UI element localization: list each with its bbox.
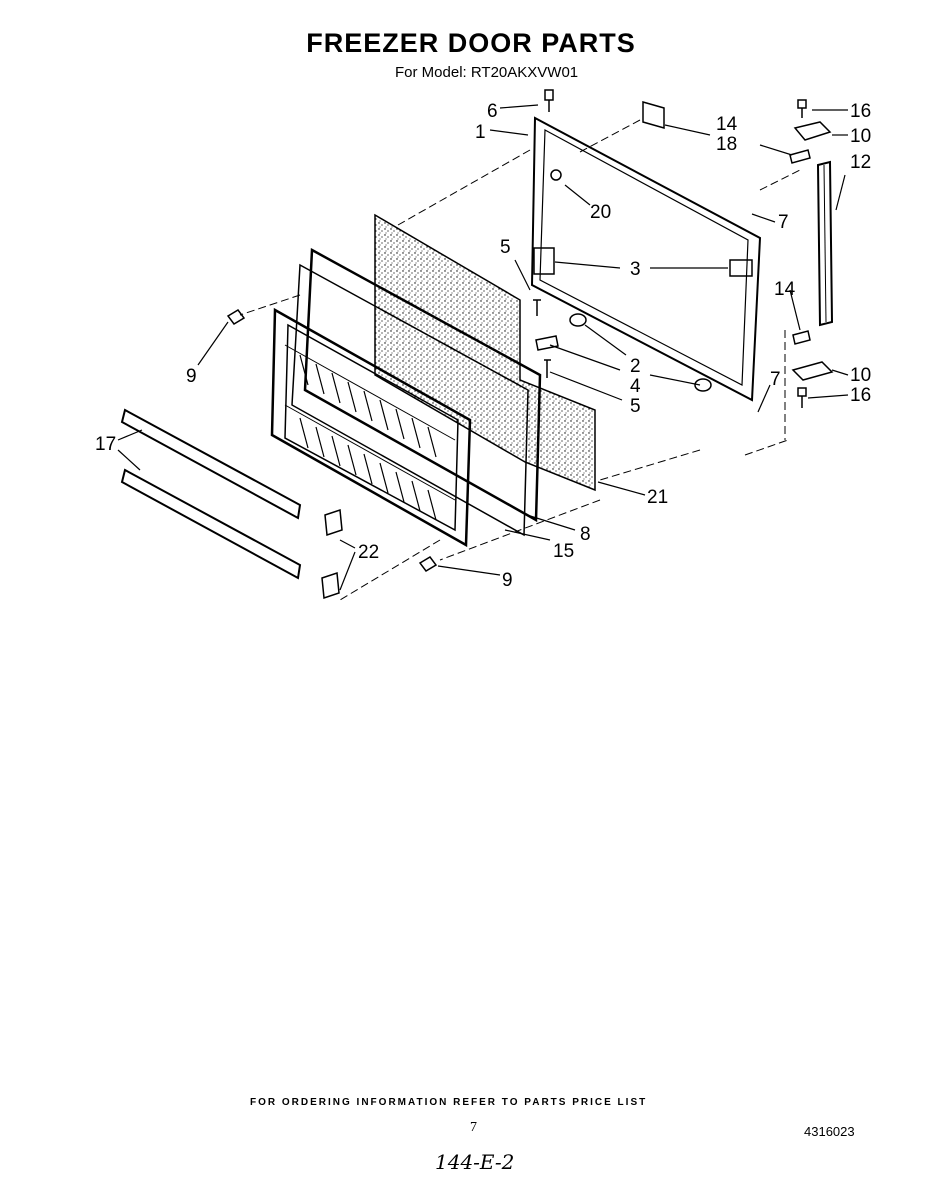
document-number: 4316023 xyxy=(804,1124,855,1139)
insulation-panel xyxy=(374,213,596,492)
callout-16-upper: 16 xyxy=(850,101,871,122)
callout-7-lower: 7 xyxy=(770,369,781,390)
page-title: FREEZER DOOR PARTS xyxy=(306,28,636,58)
callout-10-lower: 10 xyxy=(850,365,871,386)
callout-20: 20 xyxy=(590,202,611,223)
page-number: 7 xyxy=(470,1120,477,1135)
callout-22: 22 xyxy=(358,542,379,563)
handwritten-note: 144-E-2 xyxy=(435,1150,515,1174)
rail-upper xyxy=(120,408,302,520)
callout-17: 17 xyxy=(95,434,116,455)
callout-16-lower: 16 xyxy=(850,385,871,406)
door-gasket xyxy=(303,247,542,523)
callout-9-bottom: 9 xyxy=(502,570,513,591)
handle xyxy=(816,160,834,327)
callout-4: 4 xyxy=(630,376,641,397)
callout-5-upper: 5 xyxy=(500,237,511,258)
door-liner xyxy=(270,307,472,548)
callout-1: 1 xyxy=(475,122,486,143)
callout-18: 18 xyxy=(716,134,737,155)
callout-2: 2 xyxy=(630,356,641,377)
callout-5-lower: 5 xyxy=(630,396,641,417)
callout-7-upper: 7 xyxy=(778,212,789,233)
callout-21: 21 xyxy=(647,487,668,508)
door-frame xyxy=(530,116,762,402)
callout-12: 12 xyxy=(850,152,871,173)
callout-6: 6 xyxy=(487,101,498,122)
model-subtitle: For Model: RT20AKXVW01 xyxy=(395,64,579,81)
callout-14-lower: 14 xyxy=(774,279,796,300)
callout-3: 3 xyxy=(630,259,641,280)
ordering-note: FOR ORDERING INFORMATION REFER TO PARTS … xyxy=(250,1097,648,1108)
callout-14-upper: 14 xyxy=(716,114,738,135)
callout-9-left: 9 xyxy=(186,366,197,387)
callout-10-upper: 10 xyxy=(850,126,871,147)
rail-lower xyxy=(120,468,302,580)
callout-8: 8 xyxy=(580,524,591,545)
callout-15: 15 xyxy=(553,541,574,562)
